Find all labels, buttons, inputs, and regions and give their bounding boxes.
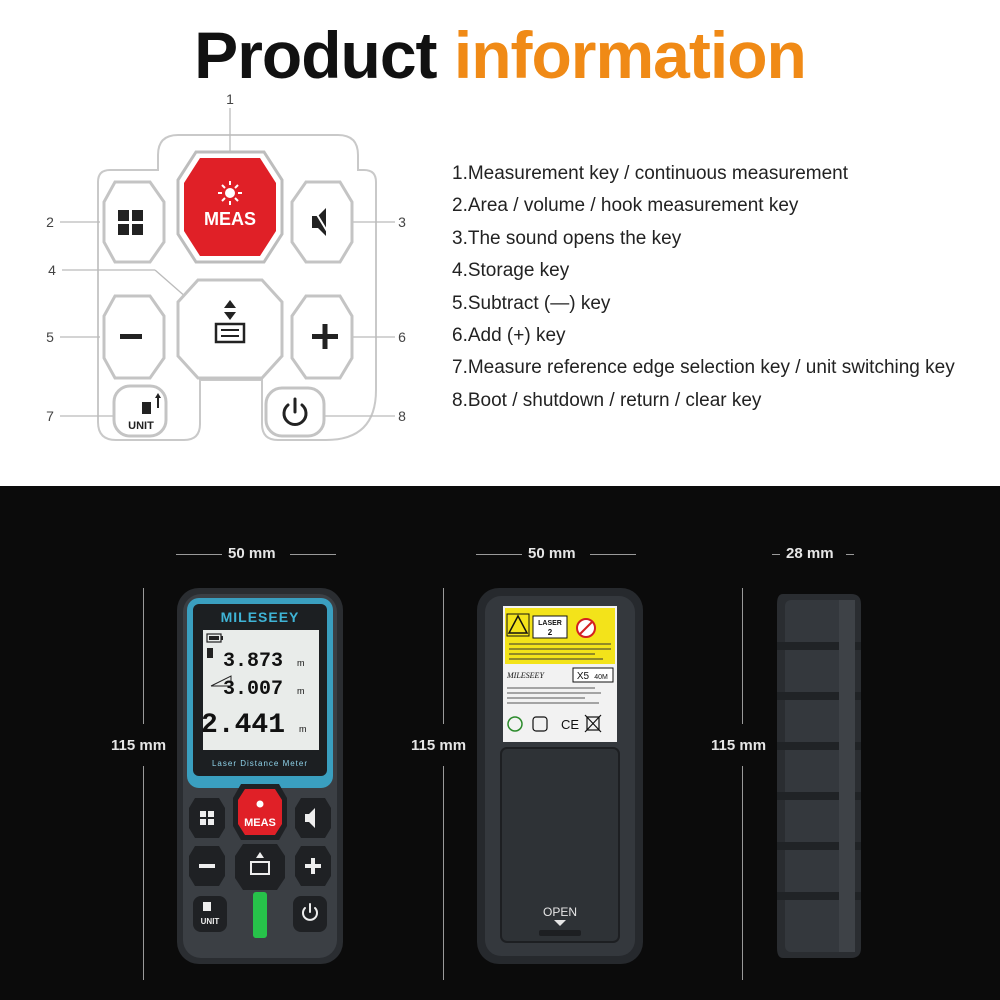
add-key[interactable]: [290, 294, 354, 380]
recycle-icon: [507, 716, 523, 732]
feature-item-6: 6.Add (+) key: [452, 324, 566, 346]
callout-5: 5: [46, 329, 54, 345]
model-name: X5: [577, 671, 590, 682]
side-height-label: 115 mm: [711, 737, 767, 754]
laser-label: LASER: [538, 620, 562, 627]
lcd-reading-1: 3.873: [223, 650, 283, 673]
front-laser-icon: [256, 800, 264, 808]
front-meas-label: MEAS: [244, 817, 276, 829]
lcd-unit-1: m: [297, 658, 305, 668]
battery-cover[interactable]: [500, 747, 620, 943]
side-width-label: 28 mm: [786, 545, 834, 562]
feature-item-7: 7.Measure reference edge selection key /…: [452, 357, 955, 379]
feature-item-2: 2.Area / volume / hook measurement key: [452, 195, 799, 217]
open-arrow-icon: [554, 920, 566, 926]
meas-key[interactable]: MEAS: [176, 150, 284, 264]
feature-item-1: 1.Measurement key / continuous measureme…: [452, 163, 849, 184]
feature-item-3: 3.The sound opens the key: [452, 227, 682, 249]
unit-key-label: UNIT: [128, 420, 154, 432]
callout-1: 1: [226, 91, 234, 107]
open-label: OPEN: [543, 905, 577, 919]
back-height-label: 115 mm: [411, 737, 467, 754]
page-title: Product information: [0, 20, 1000, 90]
front-storage-icon: [250, 861, 270, 875]
subtract-key[interactable]: [102, 294, 166, 380]
callout-4: 4: [48, 262, 56, 278]
weee-icon: [584, 714, 602, 733]
keypad-diagram: 1 2 3 4 5 6 7 8 MEAS: [46, 91, 406, 441]
callout-8: 8: [398, 408, 406, 424]
lcd-reading-2: 3.007: [223, 678, 283, 701]
laser-icon: [218, 181, 242, 205]
title-word-information: information: [453, 18, 807, 92]
device-subtitle: Laser Distance Meter: [212, 759, 308, 768]
callout-2: 2: [46, 214, 54, 230]
keypad-outline: [97, 134, 377, 441]
sound-key[interactable]: [290, 180, 354, 264]
front-height-label: 115 mm: [111, 737, 167, 754]
reference-unit-key[interactable]: UNIT: [112, 384, 168, 438]
back-brand: MILESEEY: [506, 671, 545, 680]
lcd-screen: [203, 630, 319, 750]
device-front-view: MILESEEY 3.873 m 3.007 m 2.441 m Laser D…: [177, 588, 343, 964]
front-width-label: 50 mm: [228, 545, 276, 562]
storage-icon: [214, 300, 246, 344]
power-key[interactable]: [264, 386, 326, 438]
front-level-indicator: [253, 892, 267, 938]
feature-list: 1.Measurement key / continuous measureme…: [452, 160, 955, 419]
front-unit-label: UNIT: [201, 917, 220, 926]
front-grid-icon: [200, 811, 214, 825]
grid-icon: [118, 210, 143, 235]
back-width-label: 50 mm: [528, 545, 576, 562]
laser-warning-icon: [507, 614, 529, 634]
dimensions-panel: 50 mm 50 mm 28 mm 115 mm 115 mm 115 mm M…: [0, 486, 1000, 1000]
title-word-product: Product: [194, 18, 437, 92]
device-side-view: [777, 594, 861, 958]
lcd-unit-2: m: [297, 686, 305, 696]
fcc-icon: [532, 716, 548, 732]
front-speaker-icon: [305, 808, 315, 828]
laser-class: 2: [548, 628, 553, 637]
feature-item-8: 8.Boot / shutdown / return / clear key: [452, 389, 762, 411]
callout-7: 7: [46, 408, 54, 424]
callout-3: 3: [398, 214, 406, 230]
storage-key[interactable]: [176, 278, 284, 380]
feature-item-4: 4.Storage key: [452, 260, 570, 282]
reference-unit-icon: UNIT: [128, 393, 161, 432]
feature-item-5: 5.Subtract (—) key: [452, 292, 611, 314]
ce-mark: CE: [561, 717, 579, 732]
product-info-panel: Product information 1 2 3 4 5 6 7 8: [0, 0, 1000, 486]
plus-icon: [312, 324, 338, 349]
front-power-icon: [302, 903, 318, 921]
meas-key-label: MEAS: [204, 209, 256, 229]
lcd-unit-3: m: [299, 724, 307, 734]
callout-lines: [60, 108, 395, 417]
speaker-icon: [312, 207, 331, 237]
callout-6: 6: [398, 329, 406, 345]
area-key[interactable]: [102, 180, 166, 264]
power-icon: [282, 397, 308, 426]
front-minus-icon: [199, 864, 215, 868]
device-brand: MILESEEY: [221, 609, 300, 625]
side-grip-ridges: [777, 642, 861, 900]
model-range: 40M: [594, 674, 608, 681]
front-plus-icon: [305, 858, 321, 874]
device-back-view: LASER 2 MILESEEY X5 40M CE OPEN: [477, 588, 643, 964]
minus-icon: [120, 334, 142, 339]
lcd-reading-3: 2.441: [201, 710, 285, 741]
